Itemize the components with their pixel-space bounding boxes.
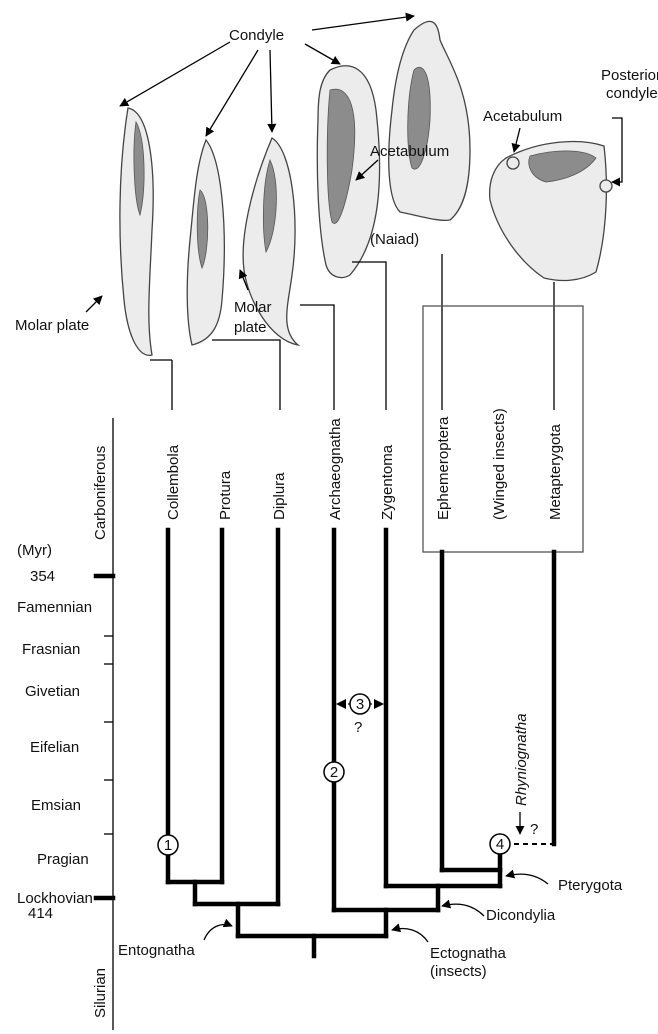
- period-carboniferous: Carboniferous: [92, 446, 109, 540]
- taxon-winged-insects: (Winged insects): [491, 408, 508, 520]
- posterior-condyle-label-1: Posterior: [601, 67, 658, 84]
- stage-famennian: Famennian: [17, 599, 92, 616]
- clade-pterygota: Pterygota: [558, 877, 623, 894]
- marker-3: 3: [350, 694, 370, 714]
- clade-ectognatha: Ectognatha: [430, 945, 507, 962]
- molar-plate-label-mid-2: plate: [234, 319, 267, 336]
- svg-text:1: 1: [164, 837, 172, 854]
- taxon-protura: Protura: [217, 470, 234, 520]
- taxon-diplura: Diplura: [271, 472, 288, 520]
- svg-text:3: 3: [356, 696, 364, 713]
- svg-text:4: 4: [496, 836, 504, 853]
- marker-2: 2: [324, 762, 344, 782]
- stage-emsian: Emsian: [31, 797, 81, 814]
- stage-pragian: Pragian: [37, 851, 89, 868]
- marker-4: 4: [490, 834, 510, 854]
- age-414-label: 414: [28, 905, 53, 922]
- naiad-label: (Naiad): [370, 231, 419, 248]
- molar-plate-label-mid-1: Molar: [234, 299, 272, 316]
- condyle-label: Condyle: [229, 27, 284, 44]
- svg-text:2: 2: [330, 764, 338, 781]
- period-silurian: Silurian: [92, 968, 109, 1018]
- mandible-metapterygota: [490, 142, 612, 281]
- question-mark-3: ?: [354, 719, 362, 736]
- myr-unit-label: (Myr): [17, 542, 52, 559]
- entognatha-arrow: [204, 925, 232, 940]
- taxon-collembola: Collembola: [165, 444, 182, 520]
- acetabulum-label-left: Acetabulum: [370, 143, 449, 160]
- taxon-zygentoma: Zygentoma: [379, 444, 396, 520]
- clade-entognatha: Entognatha: [118, 942, 195, 959]
- pterygota-arrow: [506, 874, 548, 884]
- mandible-protura: [187, 140, 224, 345]
- taxon-archaeognatha: Archaeognatha: [327, 418, 344, 520]
- posterior-condyle-label-2: condyle: [606, 85, 658, 102]
- question-mark-4: ?: [530, 821, 538, 838]
- stage-eifelian: Eifelian: [30, 739, 79, 756]
- clade-ectognatha-insects: (insects): [430, 963, 487, 980]
- taxon-metapterygota: Metapterygota: [547, 423, 564, 520]
- molar-plate-label-left: Molar plate: [15, 317, 89, 334]
- mandible-collembola: [120, 108, 153, 355]
- taxon-ephemeroptera: Ephemeroptera: [435, 416, 452, 520]
- stage-givetian: Givetian: [25, 683, 80, 700]
- rhyniognatha-label: Rhyniognatha: [513, 713, 530, 806]
- clade-dicondylia: Dicondylia: [486, 907, 556, 924]
- age-354-label: 354: [30, 568, 55, 585]
- mandible-zygentoma: [389, 21, 470, 220]
- ectognatha-arrow: [392, 929, 428, 943]
- acetabulum-label-right: Acetabulum: [483, 108, 562, 125]
- phylogeny-tree: [168, 530, 554, 956]
- dicondylia-arrow: [442, 904, 484, 916]
- marker-1: 1: [158, 835, 178, 855]
- stage-frasnian: Frasnian: [22, 641, 80, 658]
